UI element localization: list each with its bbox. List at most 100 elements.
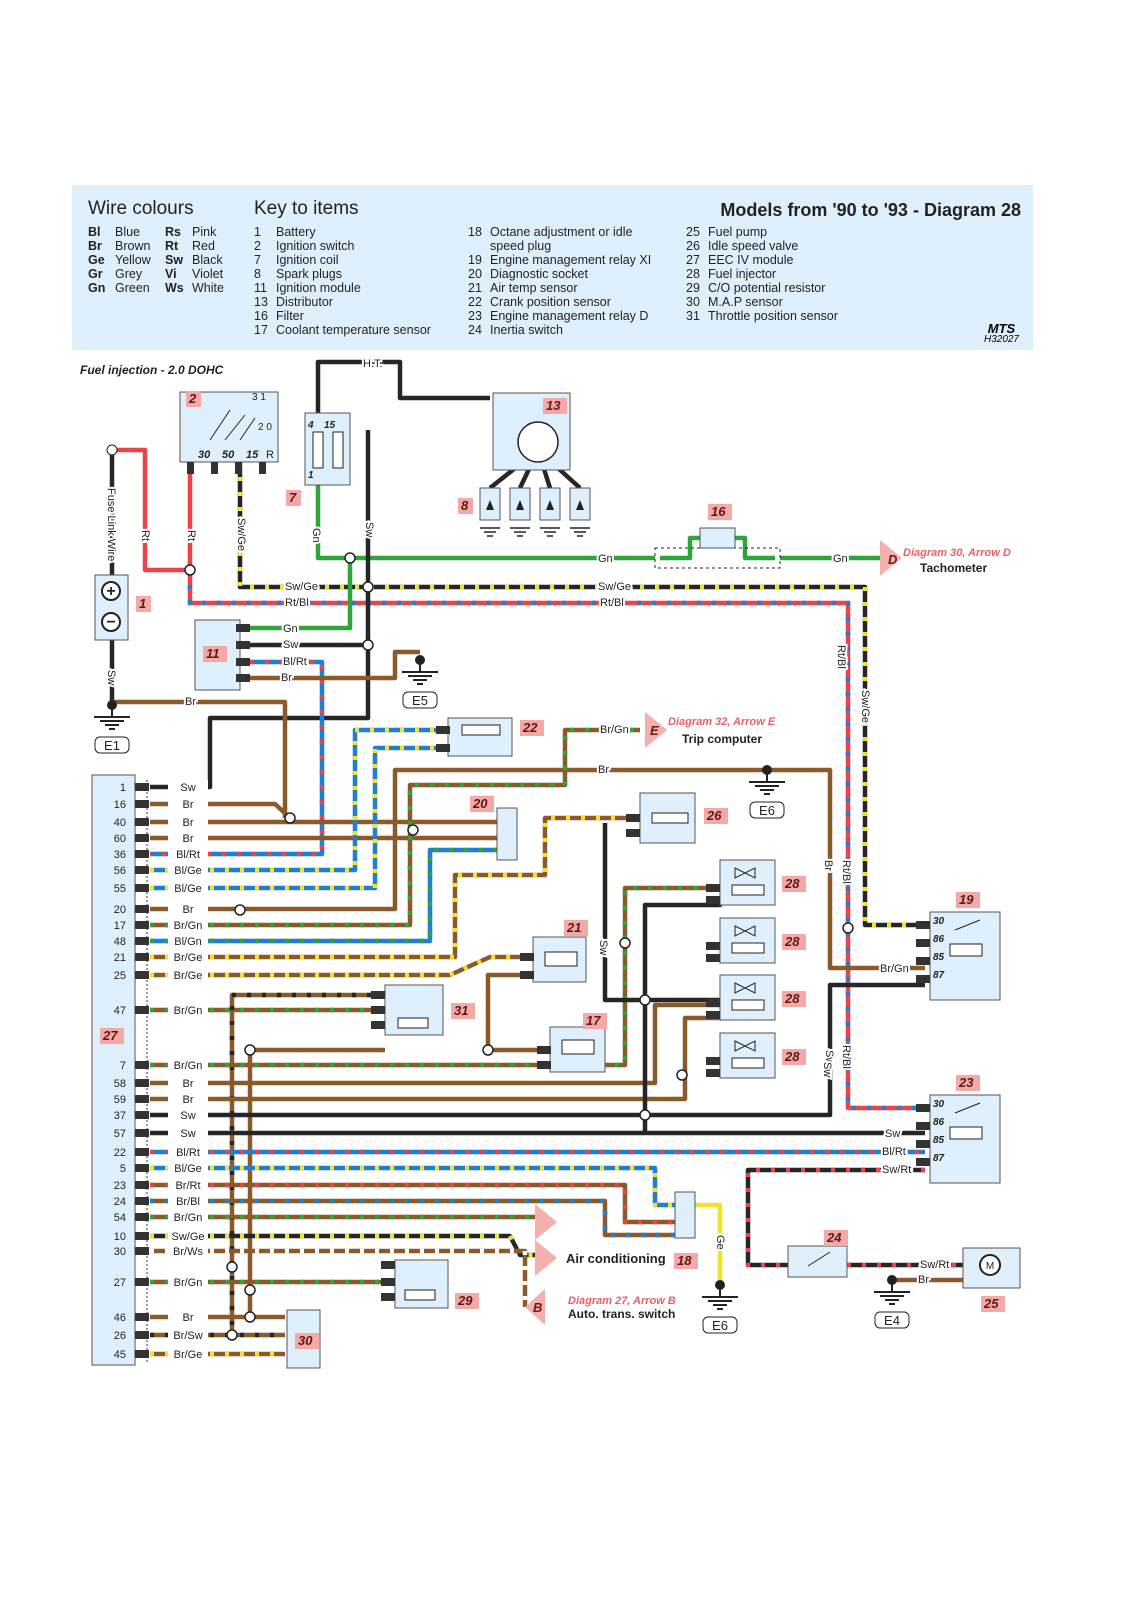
octane-plug-number: 18 [677, 1253, 692, 1268]
ecu-pin-number: 46 [114, 1312, 126, 1324]
colour-code: Ws [165, 281, 184, 295]
ecu-pin-connector [135, 1095, 149, 1103]
junction [619, 937, 631, 949]
ecu-wire-label-bg [168, 1275, 208, 1288]
fuel-injector-1-number: 28 [784, 876, 800, 891]
junction [244, 1311, 256, 1323]
fuel-injector-2-badge [782, 934, 806, 950]
octane-plug [674, 1191, 696, 1239]
ecu-pin-number: 1 [120, 782, 126, 794]
ecu-wire-label-bg [168, 1145, 208, 1158]
ecu-wire-label-bg [168, 797, 208, 810]
co-potential-resistor [394, 1259, 449, 1309]
connector [916, 1140, 930, 1148]
arrow-e-dest: Trip computer [682, 732, 762, 746]
colour-name: Blue [115, 225, 141, 239]
gn-tach [315, 485, 655, 561]
fuel-injector-3-number: 28 [784, 991, 800, 1006]
wire-label: Gn [598, 553, 613, 565]
arrow-d-ref: Diagram 30, Arrow D [903, 547, 1011, 559]
ground-e1-label: E1 [104, 738, 120, 753]
ecu-pin-number: 40 [114, 817, 126, 829]
relay-terminal-87: 87 [933, 970, 945, 981]
ignition-switch-number: 2 [188, 391, 197, 406]
wire [150, 1015, 720, 1102]
connector [916, 939, 930, 947]
ecu-pin-connector [135, 937, 149, 945]
coil-winding-icon [312, 431, 324, 469]
relay-terminal-86: 86 [933, 934, 945, 945]
filter-number: 16 [711, 504, 726, 519]
colour-name: Brown [115, 239, 151, 253]
colour-name: Black [192, 253, 223, 267]
ecu-pin-connector [135, 884, 149, 892]
ecu-pin-connector [135, 1278, 149, 1286]
wire [642, 902, 723, 1133]
ecu-pin-connector [135, 1247, 149, 1255]
relay-terminal-30: 30 [933, 916, 945, 927]
ht-lead [315, 359, 490, 420]
colour-code: Br [88, 239, 102, 253]
ecu-wire-label: Br [183, 817, 194, 829]
ecu-pin-connector [135, 1129, 149, 1137]
fuel-injector [719, 974, 776, 1021]
injector-valve-icon [734, 867, 756, 879]
colour-code: Gn [88, 281, 106, 295]
ecu-wire-label-bg [168, 1178, 208, 1191]
connector [520, 953, 534, 961]
wire-label: Ge [714, 1235, 726, 1250]
ecu-wire-label-bg [168, 1076, 208, 1089]
ecu-pin-connector [135, 1213, 149, 1221]
junction [842, 922, 854, 934]
connector [381, 1278, 395, 1286]
fuel-injector [719, 917, 776, 964]
wire-label: Sw [823, 1050, 835, 1065]
wire-label: Sw/Ge [235, 518, 247, 551]
potentiometer-icon [404, 1289, 436, 1301]
arrow-ac-1 [535, 1204, 557, 1240]
switch-pin [259, 462, 266, 474]
diagnostic-socket [496, 807, 518, 861]
ecu-wire-label: Br/Rt [175, 1180, 200, 1192]
ecu-pin-number: 59 [114, 1094, 126, 1106]
thermistor-icon [561, 1039, 595, 1055]
colour-name: Yellow [115, 253, 151, 267]
coil-terminal-1: 1 [308, 470, 314, 481]
wire-label: Sw [283, 639, 298, 651]
throttle-position-sensor-badge [451, 1003, 475, 1019]
battery-feed [112, 447, 193, 573]
wire [150, 745, 445, 891]
co-potential-resistor-badge [455, 1293, 479, 1309]
crank-position-sensor [447, 717, 513, 757]
ecu-wire-label: Br/Ws [173, 1246, 203, 1258]
wire-label: H.T. [363, 358, 383, 370]
wire-tracer [150, 727, 445, 873]
ecu-pin-number: 24 [114, 1196, 126, 1208]
ecu-pin-number: 22 [114, 1147, 126, 1159]
coolant-temp-sensor-badge [583, 1013, 607, 1029]
ecu-pin-connector [135, 1181, 149, 1189]
ecu-pin-number: 55 [114, 883, 126, 895]
module-pin [236, 674, 250, 682]
ecu-pin-number: 37 [114, 1110, 126, 1122]
ecu-pin-connector [135, 1079, 149, 1087]
motor-icon [979, 1254, 1001, 1276]
ecu-pin-connector [135, 818, 149, 826]
wire [150, 1182, 675, 1225]
injector-valve-icon [734, 1040, 756, 1052]
relay-terminal-85: 85 [933, 1135, 945, 1146]
ground-e6-label: E6 [759, 803, 775, 818]
wire [150, 1165, 675, 1208]
arrow-b [525, 1289, 545, 1325]
junction [344, 552, 356, 564]
colour-code: Gr [88, 267, 103, 281]
eec-iv-module [91, 774, 136, 1366]
connector [706, 1011, 720, 1019]
wire-label: Sw/Ge [598, 581, 631, 593]
ecu-wire-label: Br [183, 1078, 194, 1090]
